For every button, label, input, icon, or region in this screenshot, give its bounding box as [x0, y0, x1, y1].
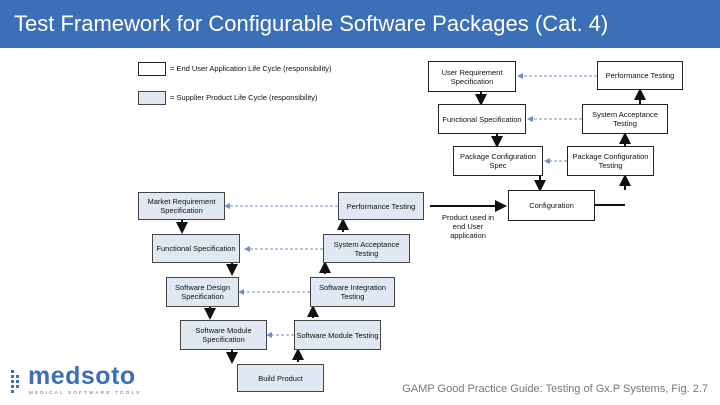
logo-dots-icon — [11, 370, 19, 393]
source-citation: GAMP Good Practice Guide: Testing of Gx.… — [402, 383, 708, 395]
legend-end-user-swatch — [138, 62, 166, 76]
legend-end-user-label: = End User Application Life Cycle (respo… — [170, 64, 332, 73]
eu-package-configuration-testing: Package Configuration Testing — [567, 146, 654, 176]
eu-performance-testing: Performance Testing — [597, 61, 683, 90]
medsoto-logo: medsoto MEDICAL SOFTWARE TOOLS — [10, 362, 150, 400]
legend-supplier-swatch — [138, 91, 166, 105]
sup-software-module-testing: Software Module Testing — [294, 320, 381, 350]
eu-package-configuration-spec: Package Configuration Spec — [453, 146, 543, 176]
eu-user-requirement-spec: User Requirement Specification — [428, 61, 516, 92]
sup-market-requirement-spec: Market Requirement Specification — [138, 192, 225, 220]
eu-system-acceptance-testing: System Acceptance Testing — [582, 104, 668, 134]
sup-functional-spec: Functional Specification — [152, 234, 240, 263]
sup-software-design-spec: Software Design Specification — [166, 277, 239, 307]
eu-configuration: Configuration — [508, 190, 595, 221]
product-used-note: Product used in end User application — [441, 213, 495, 240]
sup-build-product: Build Product — [237, 364, 324, 392]
logo-name: medsoto — [28, 362, 136, 390]
eu-functional-spec: Functional Specification — [438, 104, 526, 134]
sup-software-module-spec: Software Module Specification — [180, 320, 267, 350]
sup-system-acceptance-testing: System Acceptance Testing — [323, 234, 410, 263]
sup-software-integration-testing: Software Integration Testing — [310, 277, 395, 307]
logo-tagline: MEDICAL SOFTWARE TOOLS — [29, 390, 142, 395]
sup-performance-testing: Performance Testing — [338, 192, 424, 220]
slide-title: Test Framework for Configurable Software… — [0, 0, 720, 48]
legend-supplier-label: = Supplier Product Life Cycle (responsib… — [170, 93, 318, 102]
